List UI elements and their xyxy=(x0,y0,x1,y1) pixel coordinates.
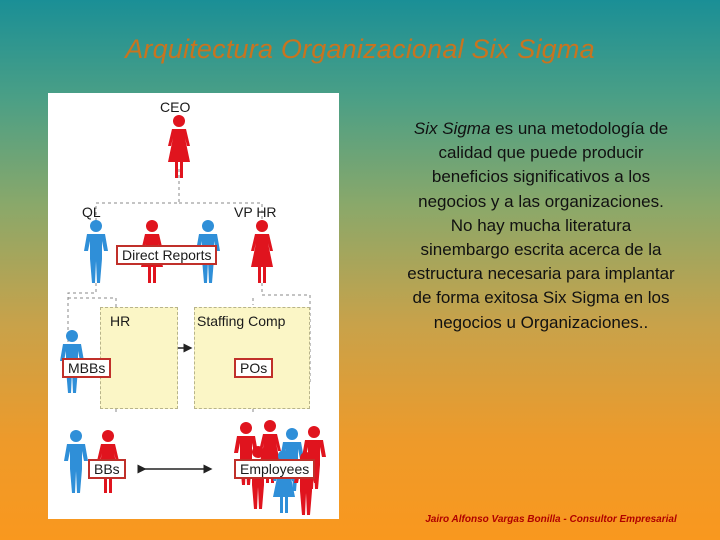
ceo-label: CEO xyxy=(160,99,191,115)
hr-label: HR xyxy=(110,313,131,329)
ql-label: QL xyxy=(82,204,101,220)
body-text: es una metodología de calidad que puede … xyxy=(407,119,675,332)
vphr-label: VP HR xyxy=(234,204,277,220)
staffing-label: Staffing Comp xyxy=(197,313,286,329)
footer-credit: Jairo Alfonso Vargas Bonilla - Consultor… xyxy=(425,514,677,525)
body-paragraph: Six Sigma es una metodología de calidad … xyxy=(406,117,676,335)
org-connectors xyxy=(60,115,326,515)
direct-reports-label: Direct Reports xyxy=(116,245,218,265)
pos-label: POs xyxy=(234,358,274,378)
bbs-label: BBs xyxy=(88,459,126,479)
body-lead-italic: Six Sigma xyxy=(413,119,491,138)
hr-group-box xyxy=(100,307,178,409)
org-diagram: CEO QL VP HR Direct Reports HR Staffing … xyxy=(48,93,339,519)
mbbs-label: MBBs xyxy=(62,358,112,378)
employees-label: Employees xyxy=(234,459,316,479)
slide-title: Arquitectura Organizacional Six Sigma xyxy=(125,34,595,64)
